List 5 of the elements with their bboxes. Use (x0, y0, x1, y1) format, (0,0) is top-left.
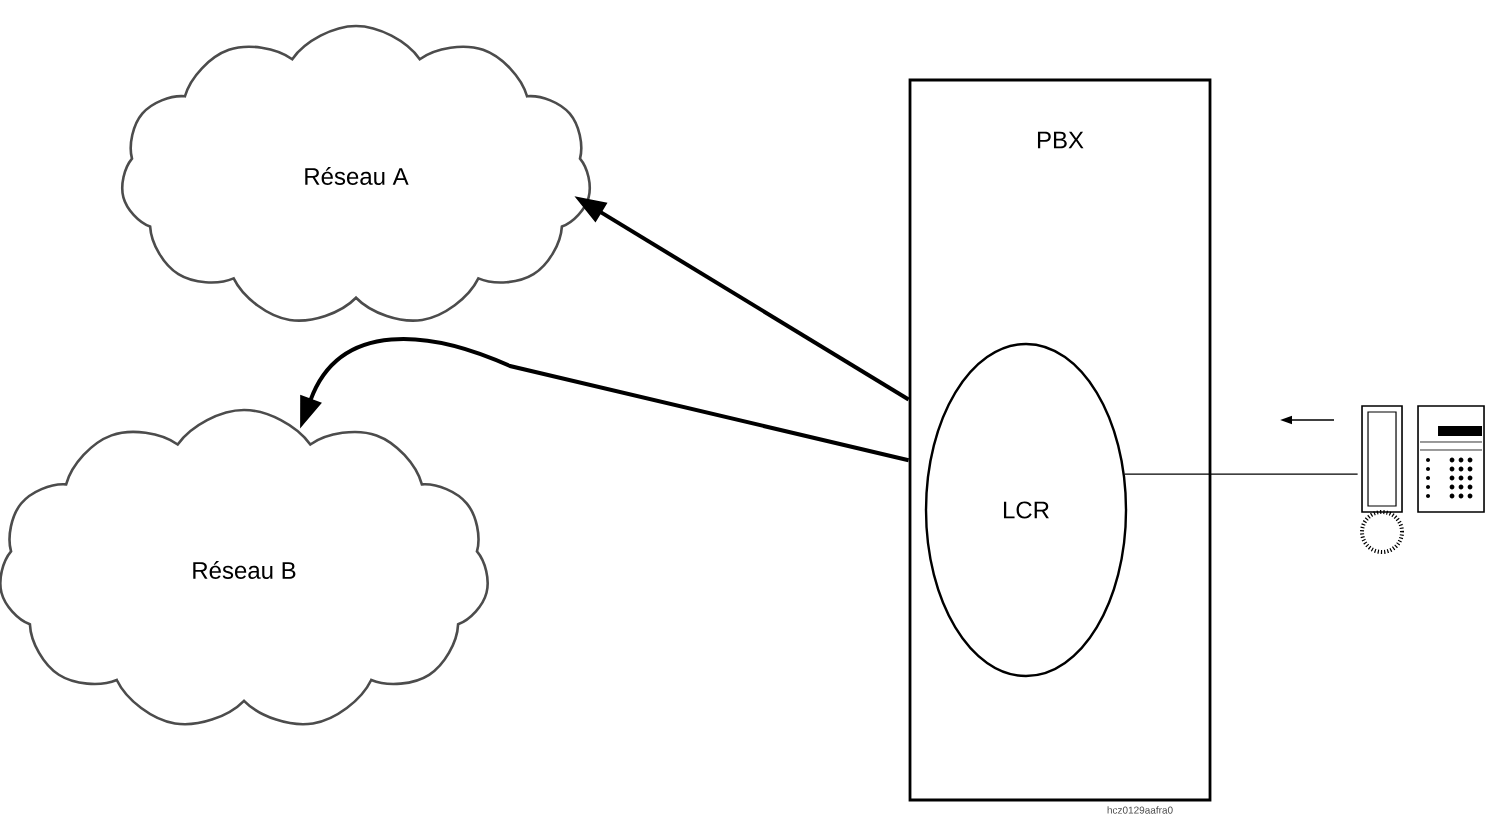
arrow (300, 337, 910, 463)
network-cloud: Réseau B (0, 408, 489, 726)
connector-line (1124, 473, 1359, 475)
picture (1360, 405, 1485, 554)
network-cloud: Réseau A (121, 24, 592, 322)
